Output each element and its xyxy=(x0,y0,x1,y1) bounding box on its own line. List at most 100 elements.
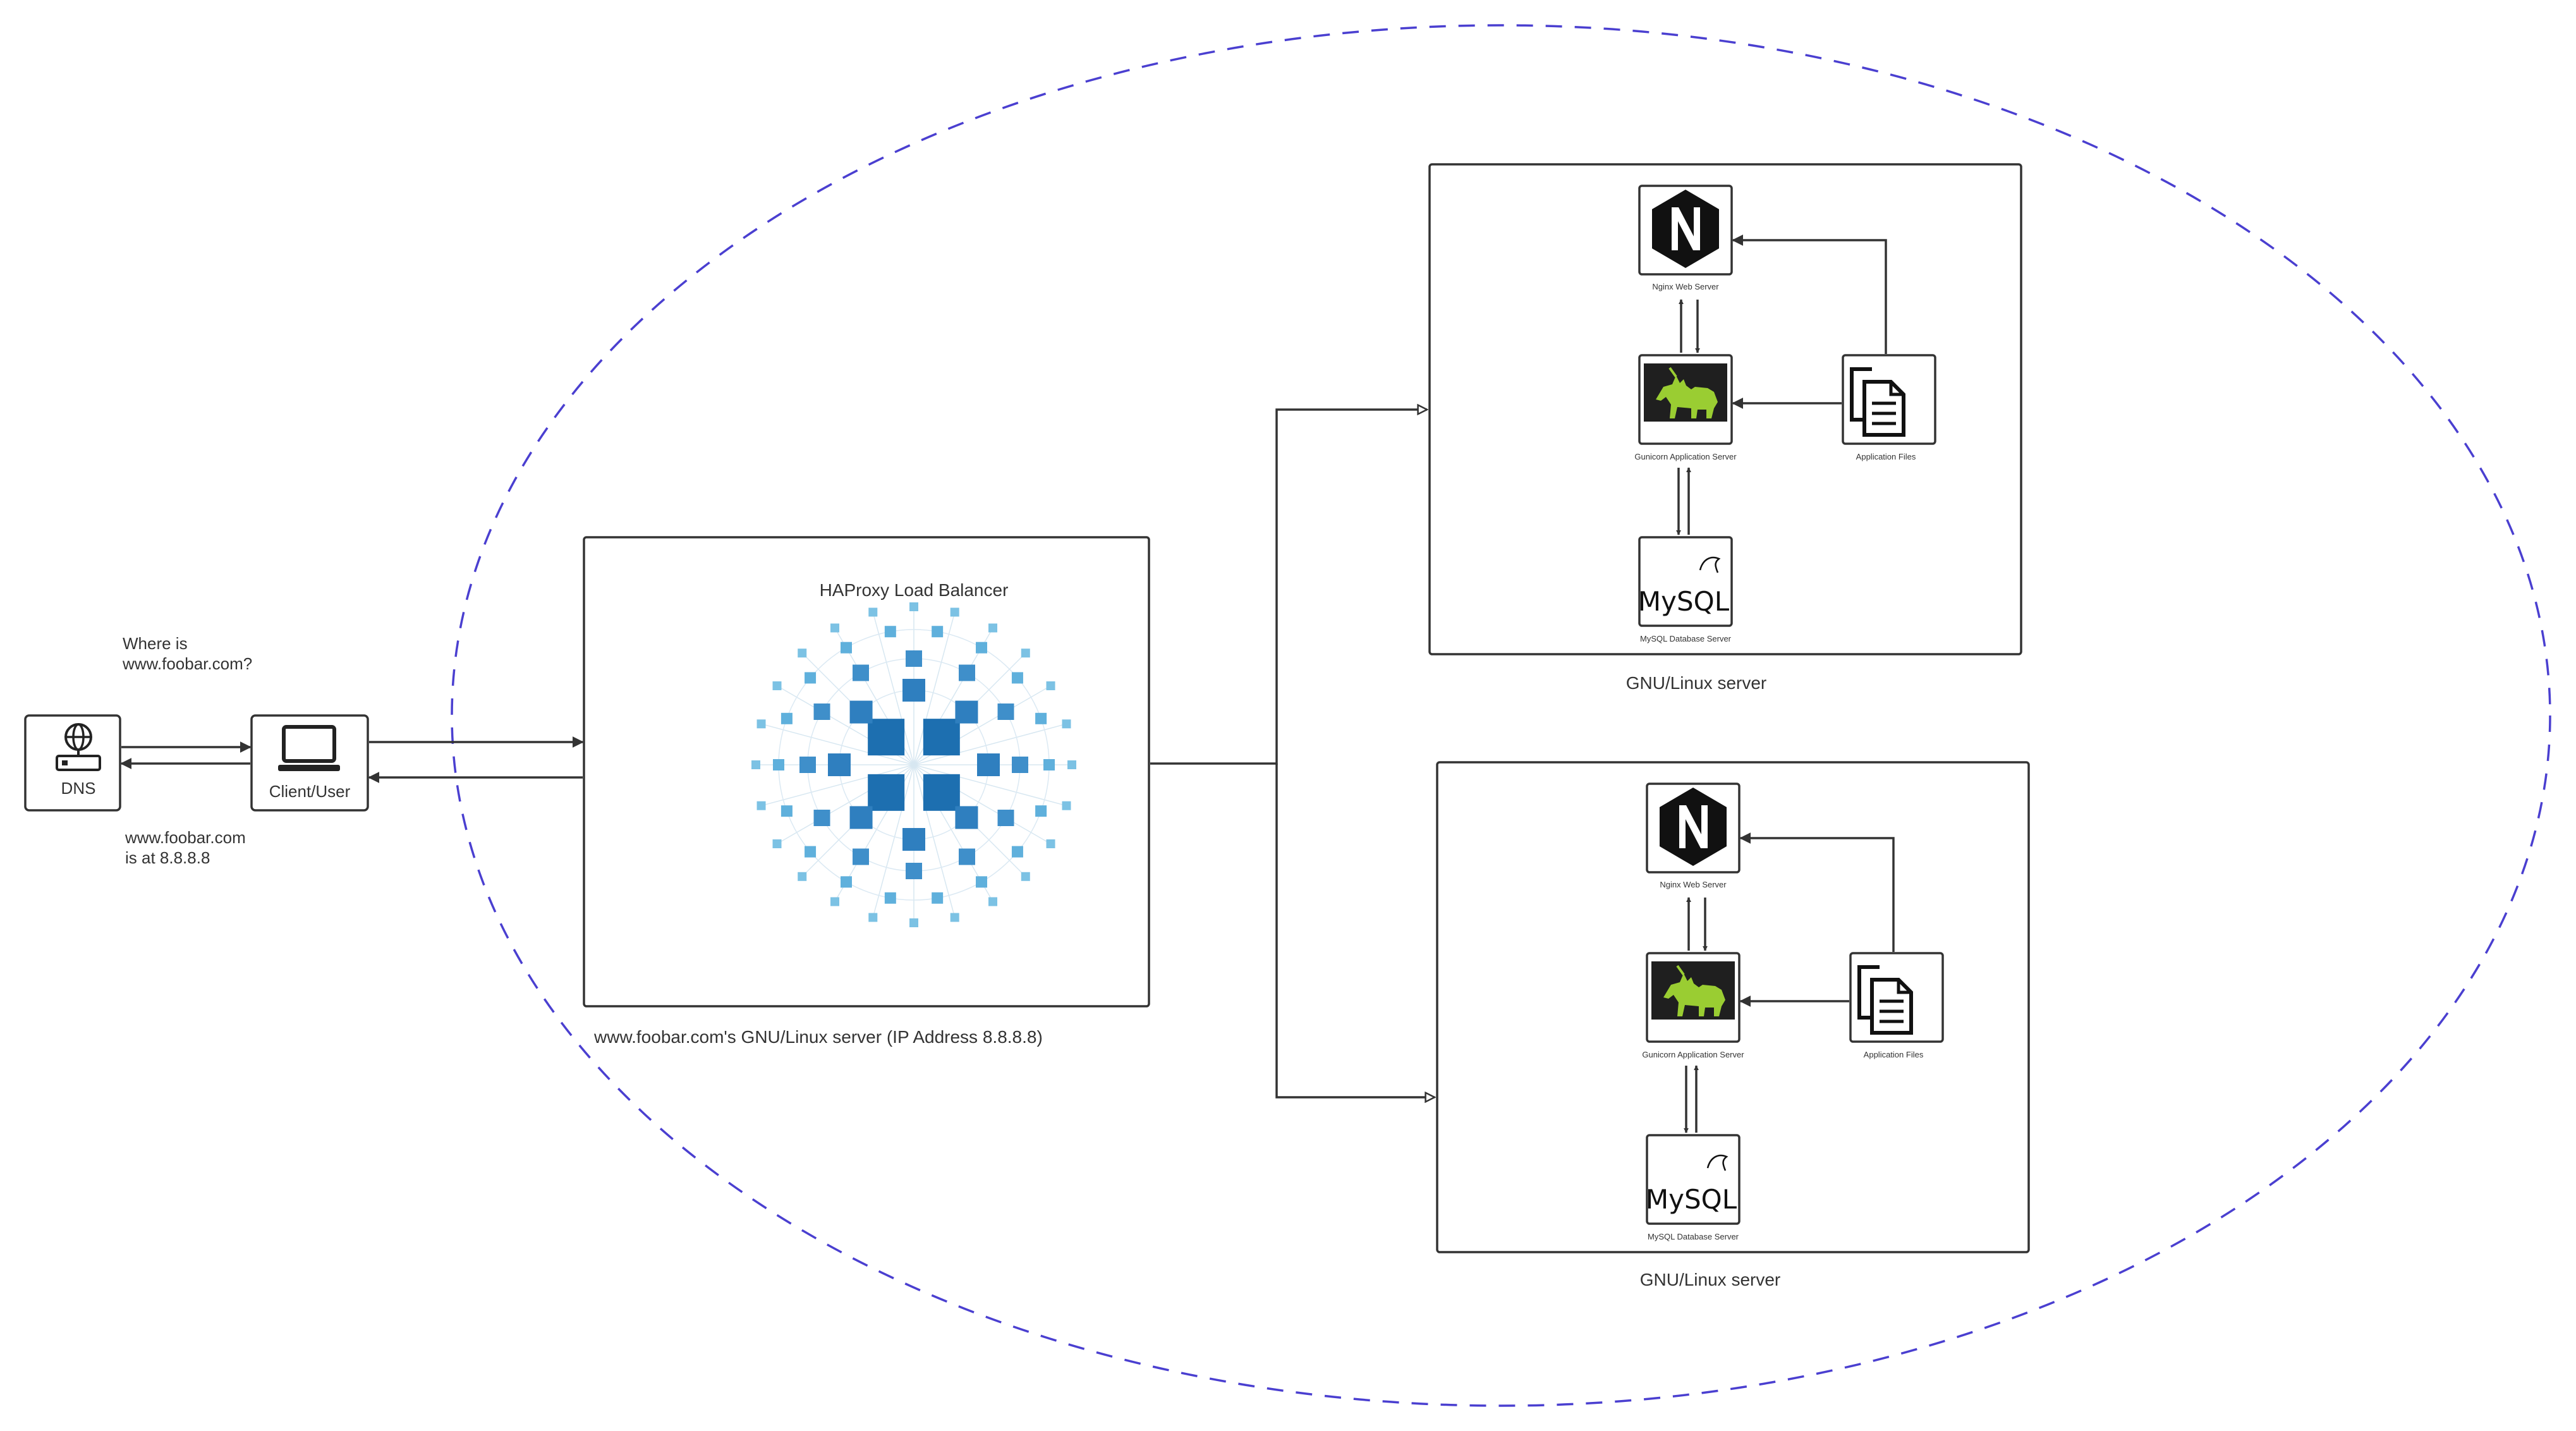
logo-square xyxy=(828,753,851,776)
application-files-label: Application Files xyxy=(1856,452,1916,461)
logo-square xyxy=(798,872,807,881)
logo-square xyxy=(773,759,784,770)
logo-square xyxy=(988,623,997,633)
laptop-icon xyxy=(278,725,340,771)
logo-square xyxy=(798,649,807,658)
logo-square xyxy=(868,607,878,617)
logo-square xyxy=(976,876,987,888)
logo-square xyxy=(1011,672,1023,684)
logo-square xyxy=(841,876,852,888)
logo-square xyxy=(813,810,830,826)
mysql-node[interactable]: MySQL MySQL Database Server xyxy=(1646,1134,1741,1241)
logo-square xyxy=(950,607,959,617)
logo-square xyxy=(756,719,766,729)
documents-icon xyxy=(1850,367,1905,437)
mysql-logo-text: MySQL xyxy=(1646,1184,1737,1215)
linux-server-1[interactable]: Nginx Web Server Gunicorn Application Se… xyxy=(1428,163,2022,655)
logo-square xyxy=(849,700,873,724)
logo-square xyxy=(909,602,918,611)
logo-square xyxy=(1035,805,1047,817)
logo-square xyxy=(805,846,817,858)
logo-square xyxy=(997,810,1014,826)
logo-square xyxy=(853,848,869,865)
logo-square xyxy=(772,839,782,848)
server-icon xyxy=(56,755,101,771)
haproxy-logo xyxy=(751,602,1076,927)
logo-square xyxy=(988,897,997,906)
load-balancer-node[interactable]: HAProxy Load Balancer xyxy=(583,536,1150,1008)
mysql-node[interactable]: MySQL MySQL Database Server xyxy=(1638,536,1733,643)
unicorn-icon xyxy=(1663,965,1725,1016)
linux-server-2[interactable]: Nginx Web Server Gunicorn Application Se… xyxy=(1436,761,2030,1253)
lb-to-server-2-connector xyxy=(1275,764,1435,1097)
logo-square xyxy=(781,805,793,817)
logo-square xyxy=(923,719,960,756)
logo-square xyxy=(1021,649,1030,658)
dns-query-line-2: www.foobar.com? xyxy=(122,654,252,673)
logo-square xyxy=(1011,846,1023,858)
logo-mesh-line xyxy=(872,612,914,765)
logo-square xyxy=(1046,839,1055,848)
logo-mesh-line xyxy=(913,723,1067,765)
logo-square xyxy=(902,679,925,702)
dolphin-icon xyxy=(1706,1154,1728,1171)
client-node[interactable]: Client/User xyxy=(250,714,369,812)
dolphin-icon xyxy=(1699,556,1721,573)
files-to-nginx-arrow xyxy=(1732,234,1887,354)
nginx-node[interactable]: Nginx Web Server xyxy=(1638,185,1733,291)
logo-square xyxy=(884,626,896,638)
logo-square xyxy=(1067,760,1076,769)
application-files-node[interactable]: Application Files xyxy=(1842,354,1936,461)
network-boundary xyxy=(451,24,2551,1407)
logo-square xyxy=(849,806,873,829)
load-balancer-title: HAProxy Load Balancer xyxy=(820,580,1009,600)
logo-square xyxy=(909,918,918,927)
logo-square xyxy=(1021,872,1030,881)
gunicorn-label: Gunicorn Application Server xyxy=(1642,1050,1744,1059)
logo-square xyxy=(781,712,793,724)
dns-answer-line-1: www.foobar.com xyxy=(125,828,246,847)
logo-mesh-line xyxy=(761,723,914,765)
gunicorn-node[interactable]: Gunicorn Application Server xyxy=(1642,952,1744,1059)
nginx-node[interactable]: Nginx Web Server xyxy=(1646,782,1741,889)
unicorn-icon xyxy=(1656,367,1718,418)
load-balancer-caption: www.foobar.com's GNU/Linux server (IP Ad… xyxy=(593,1027,1043,1047)
dns-label: DNS xyxy=(61,779,96,798)
logo-square xyxy=(868,774,905,811)
logo-square xyxy=(1062,801,1071,810)
gunicorn-label: Gunicorn Application Server xyxy=(1634,452,1737,461)
logo-square xyxy=(805,672,817,684)
logo-square xyxy=(772,681,782,690)
lb-to-server-1-connector xyxy=(1150,410,1427,765)
files-to-nginx-arrow xyxy=(1739,832,1895,952)
logo-square xyxy=(868,913,878,922)
logo-mesh-line xyxy=(872,764,914,918)
logo-square xyxy=(868,719,905,756)
logo-square xyxy=(959,848,975,865)
logo-square xyxy=(959,664,975,681)
dns-answer-line-2: is at 8.8.8.8 xyxy=(125,848,210,867)
application-files-label: Application Files xyxy=(1864,1050,1924,1059)
logo-square xyxy=(976,642,987,654)
linux-server-2-caption: GNU/Linux server xyxy=(1640,1270,1781,1289)
logo-square xyxy=(997,703,1014,720)
mysql-label: MySQL Database Server xyxy=(1648,1232,1739,1241)
nginx-label: Nginx Web Server xyxy=(1652,282,1719,291)
linux-server-1-caption: GNU/Linux server xyxy=(1626,673,1767,693)
logo-mesh-line xyxy=(913,764,1067,807)
logo-square xyxy=(906,863,922,879)
logo-square xyxy=(902,828,925,851)
logo-square xyxy=(841,642,852,654)
documents-icon xyxy=(1857,965,1913,1035)
gunicorn-node[interactable]: Gunicorn Application Server xyxy=(1634,354,1737,461)
dns-node[interactable]: DNS xyxy=(24,714,121,812)
logo-square xyxy=(955,700,978,724)
logo-square xyxy=(977,753,1000,776)
mysql-label: MySQL Database Server xyxy=(1640,634,1732,643)
application-files-node[interactable]: Application Files xyxy=(1849,952,1944,1059)
logo-square xyxy=(830,897,839,906)
dns-query-line-1: Where is xyxy=(123,634,188,653)
logo-square xyxy=(923,774,960,811)
logo-square xyxy=(1046,681,1055,690)
